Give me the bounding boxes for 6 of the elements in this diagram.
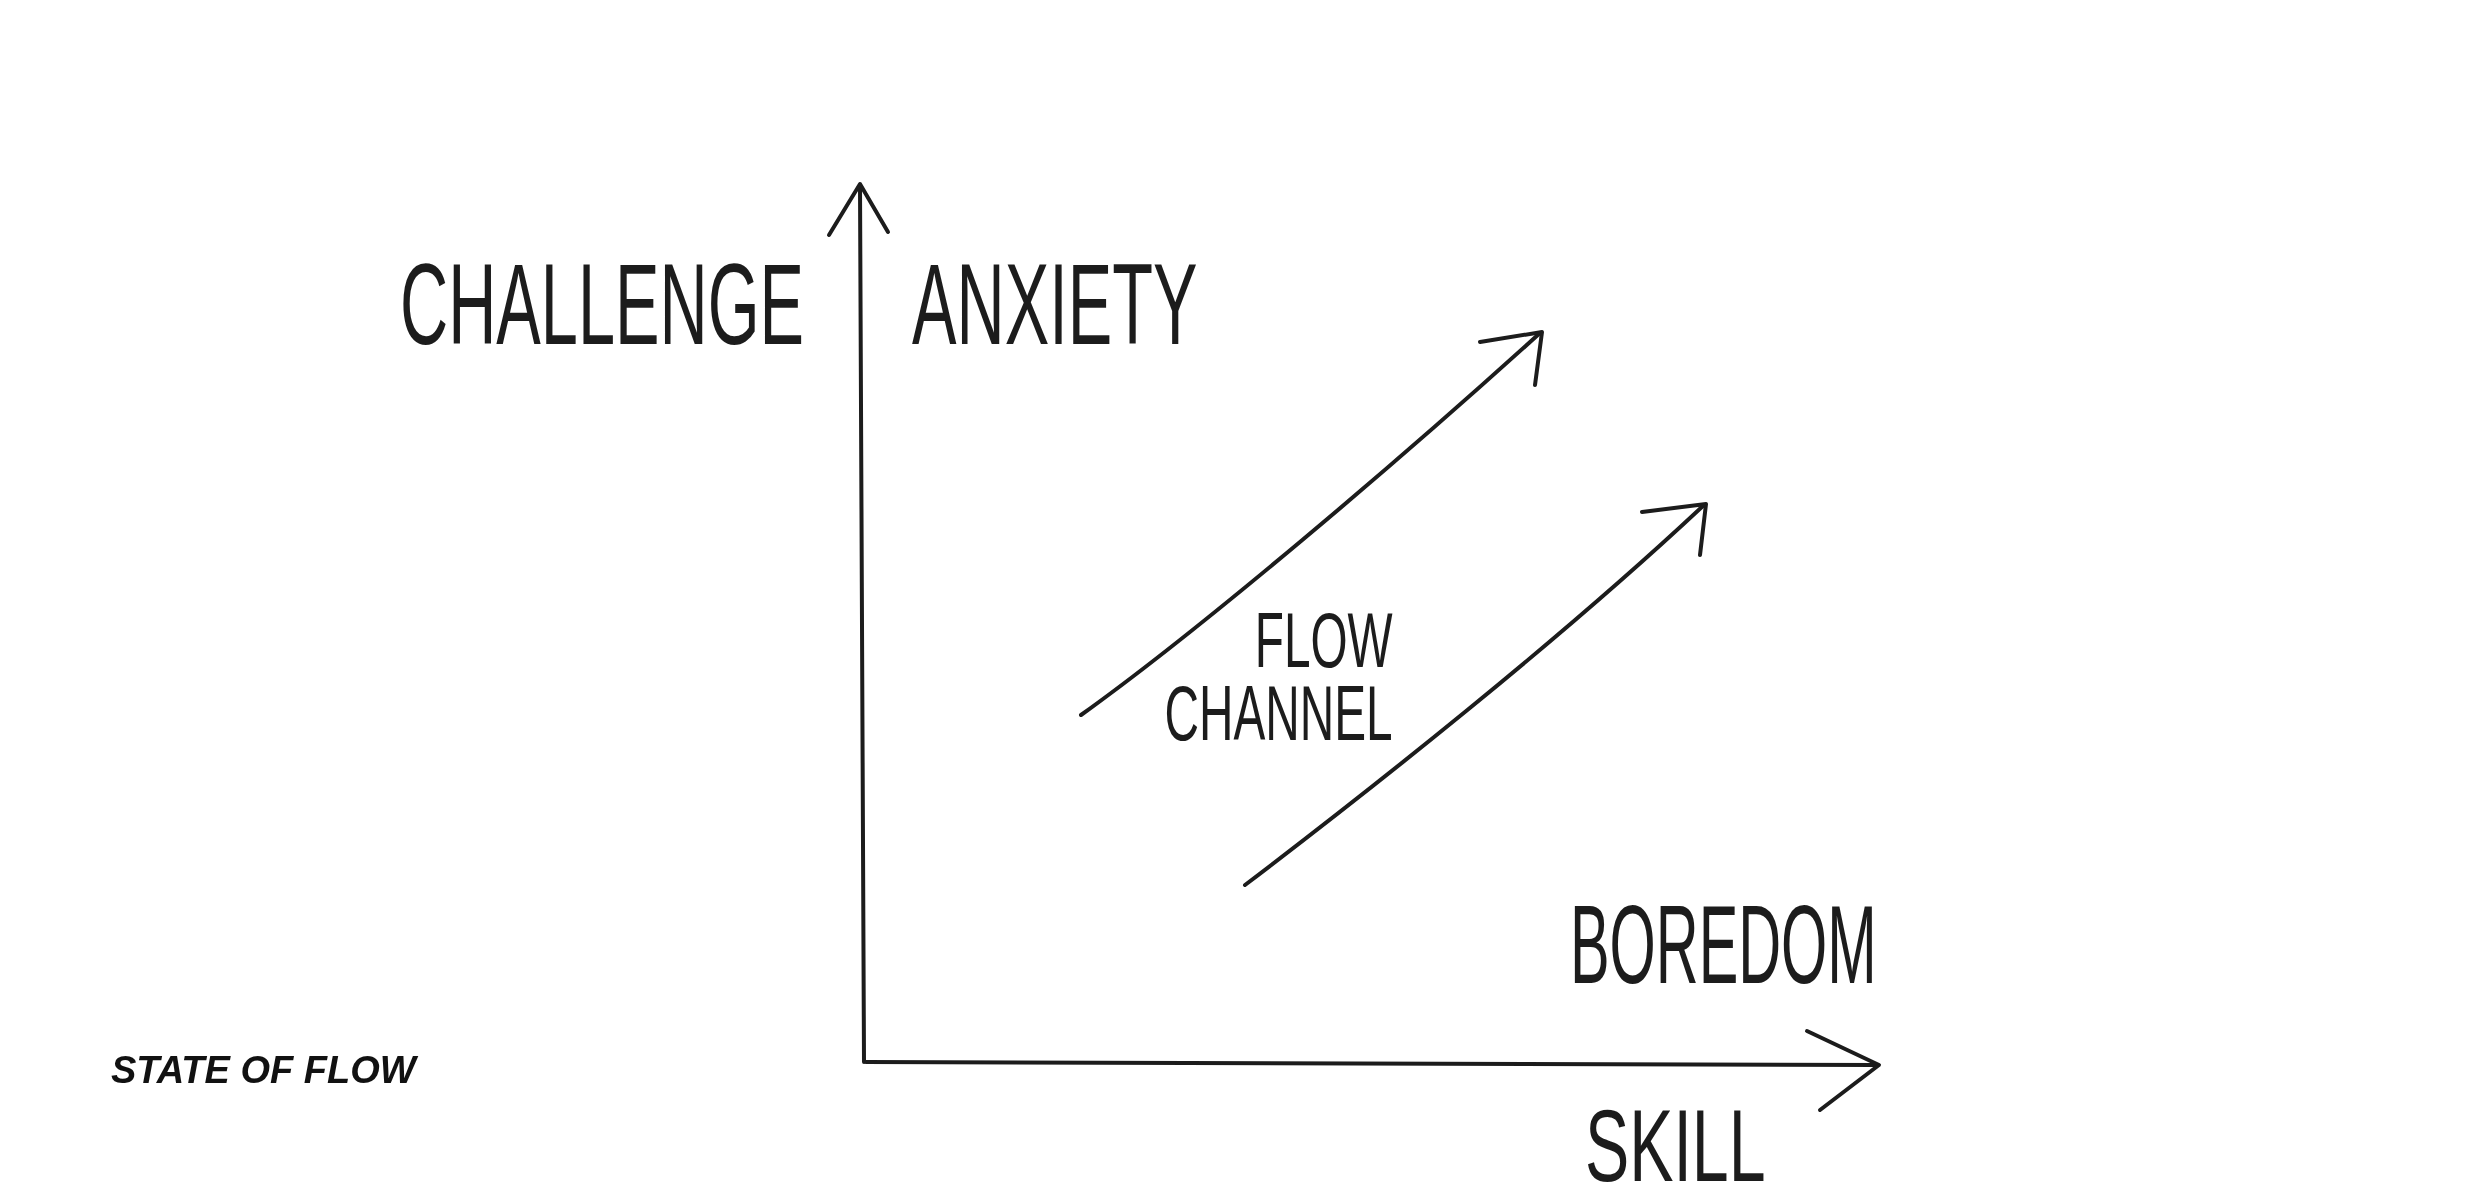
x-axis-label: SKILL — [1585, 1095, 1766, 1197]
region-label: ANXIETY — [912, 247, 1198, 362]
region-label: FLOW CHANNEL — [1163, 604, 1393, 751]
region-label: BOREDOM — [1570, 889, 1877, 1001]
y-axis-label: CHALLENGE — [400, 247, 805, 362]
caption: STATE OF FLOW — [111, 1050, 416, 1092]
